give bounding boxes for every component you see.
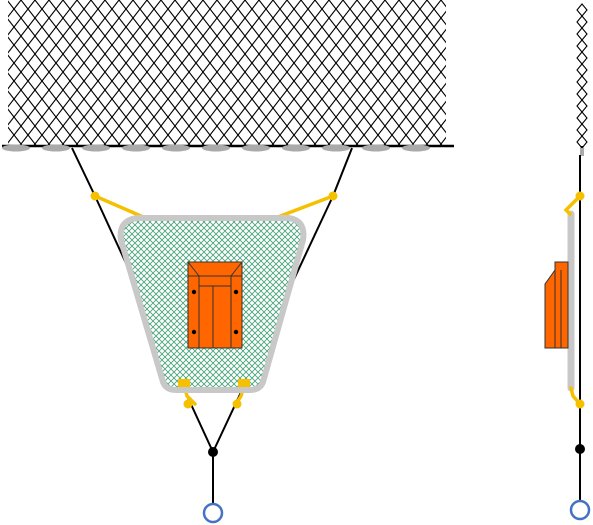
- device-side-body: [544, 268, 556, 349]
- net-panel: [8, 0, 446, 146]
- shackle-bottom-left: [178, 379, 190, 387]
- float: [122, 144, 150, 152]
- shackle-lower-right: [232, 399, 242, 409]
- device-flap-left: [187, 261, 200, 348]
- device-front: [187, 261, 243, 349]
- side-attachment-ring: [569, 499, 591, 521]
- bridle-right-upper: [332, 147, 353, 197]
- attachment-ring: [202, 502, 224, 524]
- float: [282, 144, 310, 152]
- device-side: [544, 261, 569, 349]
- device-rivet: [191, 329, 197, 335]
- device-rivet: [233, 329, 239, 335]
- float: [322, 144, 350, 152]
- side-view: [544, 3, 591, 521]
- side-connector-top: [563, 194, 582, 216]
- float: [2, 144, 30, 152]
- shackle-left: [90, 191, 100, 201]
- float: [242, 144, 270, 152]
- side-net-mesh: [576, 3, 588, 149]
- float: [202, 144, 230, 152]
- float: [42, 144, 70, 152]
- shackle-lower-left: [183, 399, 193, 409]
- side-shackle-top: [575, 191, 585, 201]
- float: [362, 144, 390, 152]
- floats: [2, 144, 430, 152]
- device-rivet: [233, 289, 239, 295]
- shackle-right: [328, 191, 338, 201]
- bridle-left-upper: [71, 147, 96, 197]
- float: [162, 144, 190, 152]
- front-view: [2, 0, 454, 524]
- float: [82, 144, 110, 152]
- shackles: [90, 191, 338, 409]
- device-flap-right: [230, 261, 243, 348]
- float: [402, 144, 430, 152]
- device-rivet: [191, 289, 197, 295]
- side-swivel: [575, 444, 585, 454]
- device-body: [187, 261, 243, 349]
- shackle-bottom-right: [238, 379, 250, 387]
- side-shackle-bottom: [575, 399, 585, 409]
- net-panel-side: [576, 3, 588, 149]
- swivel: [208, 447, 218, 457]
- float-side: [580, 148, 584, 156]
